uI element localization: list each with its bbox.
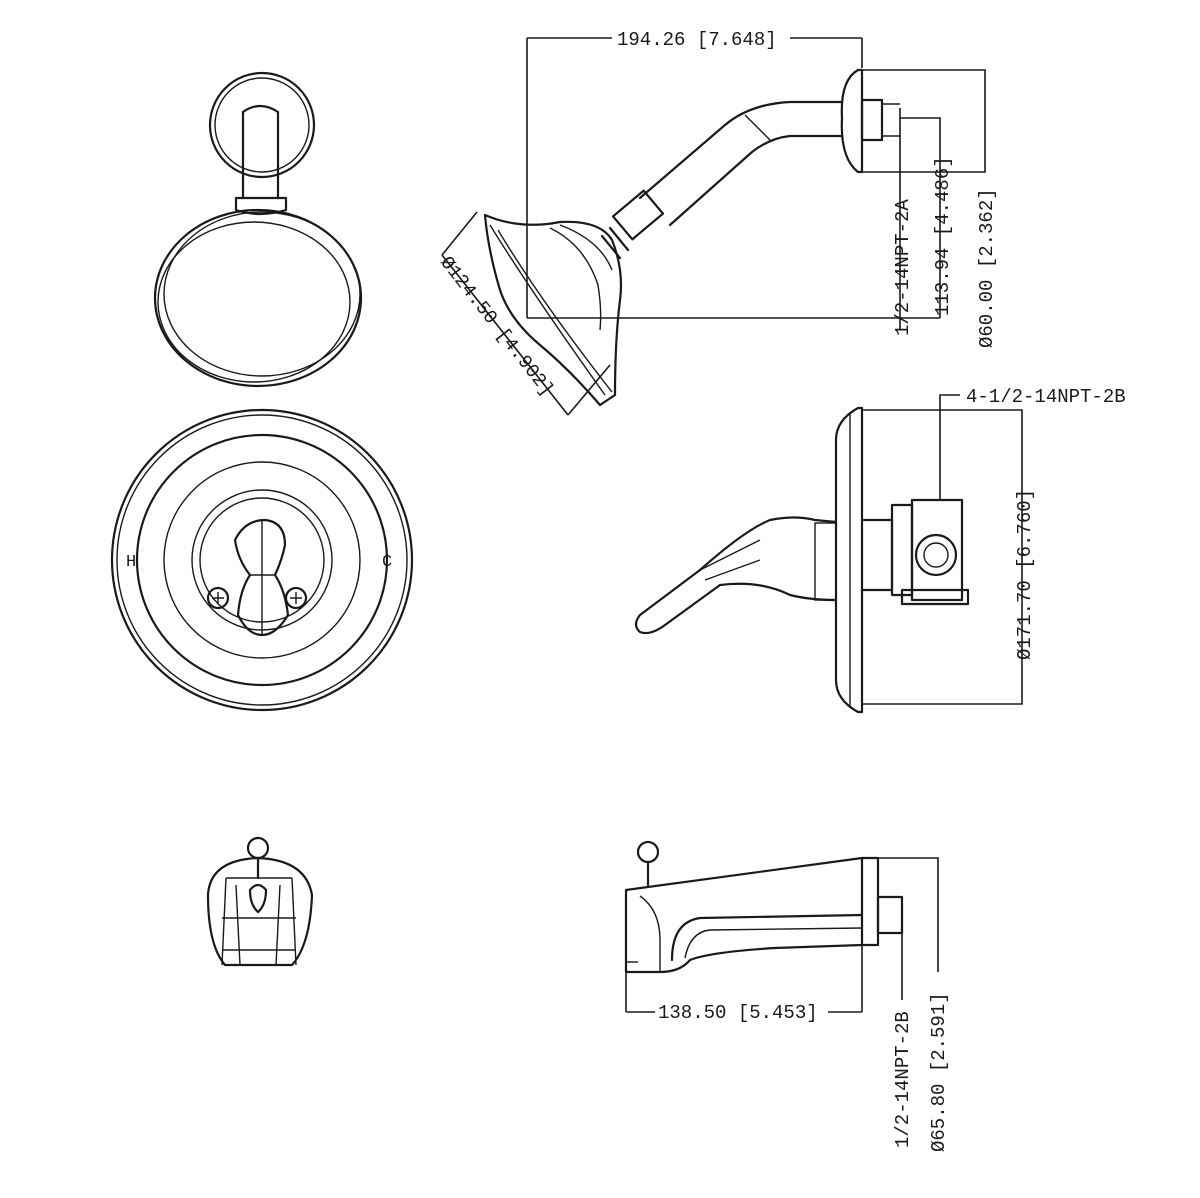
dimension-lines <box>441 37 1023 1013</box>
dim-shower-arm-length: 194.26 [7.648] <box>617 29 777 51</box>
dim-shower-arm-thread: 1/2-14NPT-2A <box>892 199 914 336</box>
dim-flange-diameter: Ø60.00 [2.362] <box>976 188 998 348</box>
shower-head-front-view <box>153 71 363 388</box>
dim-spout-flange-diameter: Ø65.80 [2.591] <box>928 992 950 1152</box>
tub-spout-front-view <box>206 836 314 967</box>
dim-valve-thread: 4-1/2-14NPT-2B <box>966 386 1126 408</box>
dim-shower-arm-drop: 113.94 [4.486] <box>932 156 954 316</box>
tub-spout-side-view <box>624 840 904 974</box>
dim-escutcheon-diameter: Ø171.70 [6.760] <box>1014 489 1036 660</box>
valve-trim-side-view <box>634 406 970 714</box>
hot-label: H <box>126 553 136 572</box>
valve-trim-front-view <box>110 408 414 712</box>
dim-spout-thread: 1/2-14NPT-2B <box>892 1011 914 1148</box>
dim-spout-length: 138.50 [5.453] <box>658 1002 818 1024</box>
cold-label: C <box>382 553 392 572</box>
shower-arm-side-view <box>483 68 900 407</box>
